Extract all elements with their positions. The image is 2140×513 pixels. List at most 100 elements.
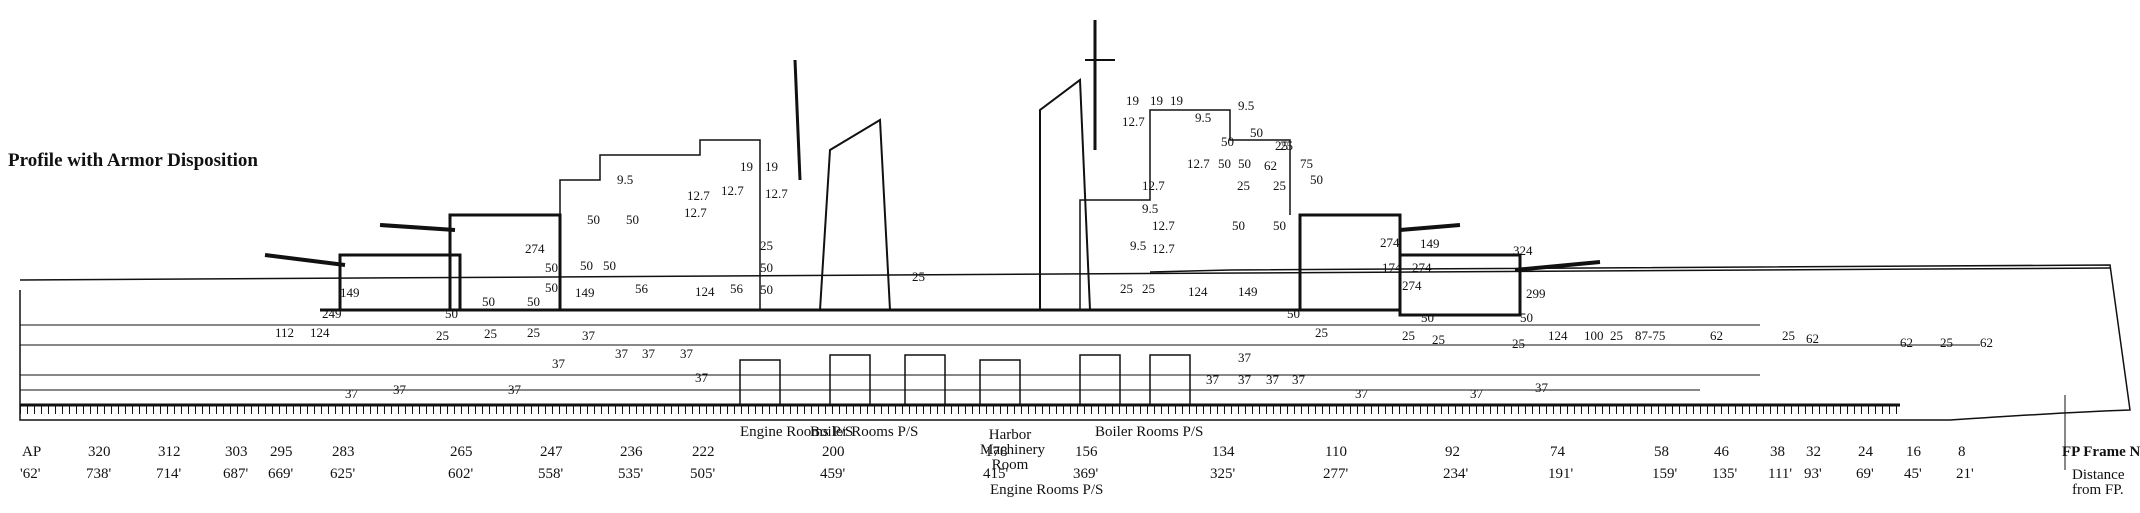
armor-thickness-label: 124: [695, 284, 715, 299]
armor-thickness-label: 12.7: [765, 186, 788, 201]
armor-thickness-label: 25: [760, 238, 773, 253]
armor-thickness-label: 149: [1420, 236, 1440, 251]
armor-thickness-label: 87-75: [1635, 328, 1665, 343]
frame-number: 178: [985, 444, 1008, 460]
frame-number: 247: [540, 444, 563, 460]
armor-thickness-label: 50: [1520, 310, 1533, 325]
armor-thickness-label: 12.7: [1122, 114, 1145, 129]
armor-thickness-label: 274: [1412, 260, 1432, 275]
armor-thickness-label: 149: [340, 285, 360, 300]
frame-number: 265: [450, 444, 473, 460]
armor-thickness-label: 37: [552, 356, 566, 371]
armor-thickness-label: 37: [1266, 372, 1280, 387]
frame-distance: 625': [330, 466, 356, 482]
armor-thickness-label: 50: [1287, 306, 1300, 321]
armor-thickness-label: 100: [1584, 328, 1604, 343]
armor-thickness-label: 12.7: [721, 183, 744, 198]
frame-distance: 277': [1323, 466, 1349, 482]
boiler-rooms-label-2: Boiler Rooms P/S: [1095, 424, 1204, 440]
armor-thickness-label: 25: [1142, 281, 1155, 296]
armor-thickness-label: 50: [545, 280, 558, 295]
armor-thickness-label: 19: [1126, 93, 1139, 108]
armor-thickness-label: 37: [1535, 380, 1549, 395]
frame-distance: 369': [1073, 466, 1099, 482]
armor-thickness-label: 62: [1980, 335, 1993, 350]
armor-thickness-label: 75: [1300, 156, 1313, 171]
armor-thickness-label: 25: [912, 269, 925, 284]
armor-thickness-label: 274: [1402, 278, 1422, 293]
armor-thickness-label: 12.7: [684, 205, 707, 220]
frame-number: 38: [1770, 444, 1785, 460]
engine-rooms-label-2: Engine Rooms P/S: [990, 482, 1104, 498]
armor-thickness-label: 50: [1218, 156, 1231, 171]
frame-number: 24: [1858, 444, 1873, 460]
armor-thickness-label: 19: [765, 159, 778, 174]
armor-thickness-label: 25: [1610, 328, 1623, 343]
armor-thickness-label: 9.5: [1238, 98, 1254, 113]
armor-thickness-label: 124: [310, 325, 330, 340]
fp-frame-label: FP Frame No.: [2062, 444, 2140, 460]
frame-distance: 714': [156, 466, 182, 482]
frame-distance: 687': [223, 466, 249, 482]
armor-thickness-label: 50: [626, 212, 639, 227]
armor-thickness-label: 62: [1710, 328, 1723, 343]
frame-number: AP: [22, 444, 42, 460]
frame-number: 134: [1212, 444, 1235, 460]
frame-number: 295: [270, 444, 293, 460]
frame-number: 283: [332, 444, 355, 460]
armor-thickness-label: 25: [484, 326, 497, 341]
armor-thickness-label: 12.7: [687, 188, 710, 203]
armor-thickness-label: 37: [1238, 350, 1252, 365]
armor-thickness-label: 37: [508, 382, 522, 397]
frame-distance: 191': [1548, 466, 1574, 482]
armor-thickness-label: 50: [1310, 172, 1323, 187]
frame-distance: 93': [1804, 466, 1822, 482]
armor-thickness-label: 25: [1402, 328, 1415, 343]
frame-number: 8: [1958, 444, 1966, 460]
frame-distance: 535': [618, 466, 644, 482]
frame-distance: 325': [1210, 466, 1236, 482]
frame-number: 32: [1806, 444, 1821, 460]
armor-thickness-label: 174: [1382, 260, 1402, 275]
armor-thickness-label: 274: [1380, 235, 1400, 250]
armor-thickness-label: 50: [760, 282, 773, 297]
frame-distance: 159': [1652, 466, 1678, 482]
frame-distance: 21': [1956, 466, 1974, 482]
turret-1: [338, 253, 462, 312]
armor-thickness-label: 25: [436, 328, 449, 343]
funnel-1: [819, 118, 891, 311]
armor-thickness-label: 37: [1355, 386, 1369, 401]
armor-thickness-label: 124: [1548, 328, 1568, 343]
turret-2: [448, 213, 562, 312]
mast-1: [793, 59, 802, 181]
armor-thickness-label: 12.7: [1187, 156, 1210, 171]
hull-outline: [19, 264, 2131, 421]
frame-number: 320: [88, 444, 111, 460]
armor-thickness-label: 50: [587, 212, 600, 227]
armor-thickness-label: 50: [482, 294, 495, 309]
frame-distance: 415': [983, 466, 1009, 482]
armor-thickness-label: 19: [1150, 93, 1163, 108]
frame-distance: 45': [1904, 466, 1922, 482]
armor-thickness-label: 25: [1512, 336, 1525, 351]
armor-thickness-label: 56: [635, 281, 649, 296]
armor-thickness-label: 56: [730, 281, 744, 296]
armor-thickness-label: 149: [1238, 284, 1258, 299]
armor-thickness-label: 37: [615, 346, 629, 361]
boiler-rooms-label-1: Boiler Rooms P/S: [810, 424, 919, 440]
armor-thickness-label: 50: [1221, 134, 1234, 149]
frame-number: 58: [1654, 444, 1669, 460]
armor-thickness-label: 9.5: [1195, 110, 1211, 125]
armor-thickness-label: 12.7: [1152, 241, 1175, 256]
funnel-2: [1039, 78, 1091, 311]
armor-thickness-label: 50: [1421, 310, 1434, 325]
harbor-machinery-label: Harbor Machinery Room: [980, 427, 1045, 473]
frame-distance: '62': [20, 466, 41, 482]
armor-thickness-label: 25: [1273, 178, 1286, 193]
frame-number: 156: [1075, 444, 1098, 460]
armor-thickness-label: 50: [1238, 156, 1251, 171]
frame-distance: 505': [690, 466, 716, 482]
armor-thickness-label: 62: [1264, 158, 1277, 173]
armor-thickness-label: 19: [740, 159, 753, 174]
